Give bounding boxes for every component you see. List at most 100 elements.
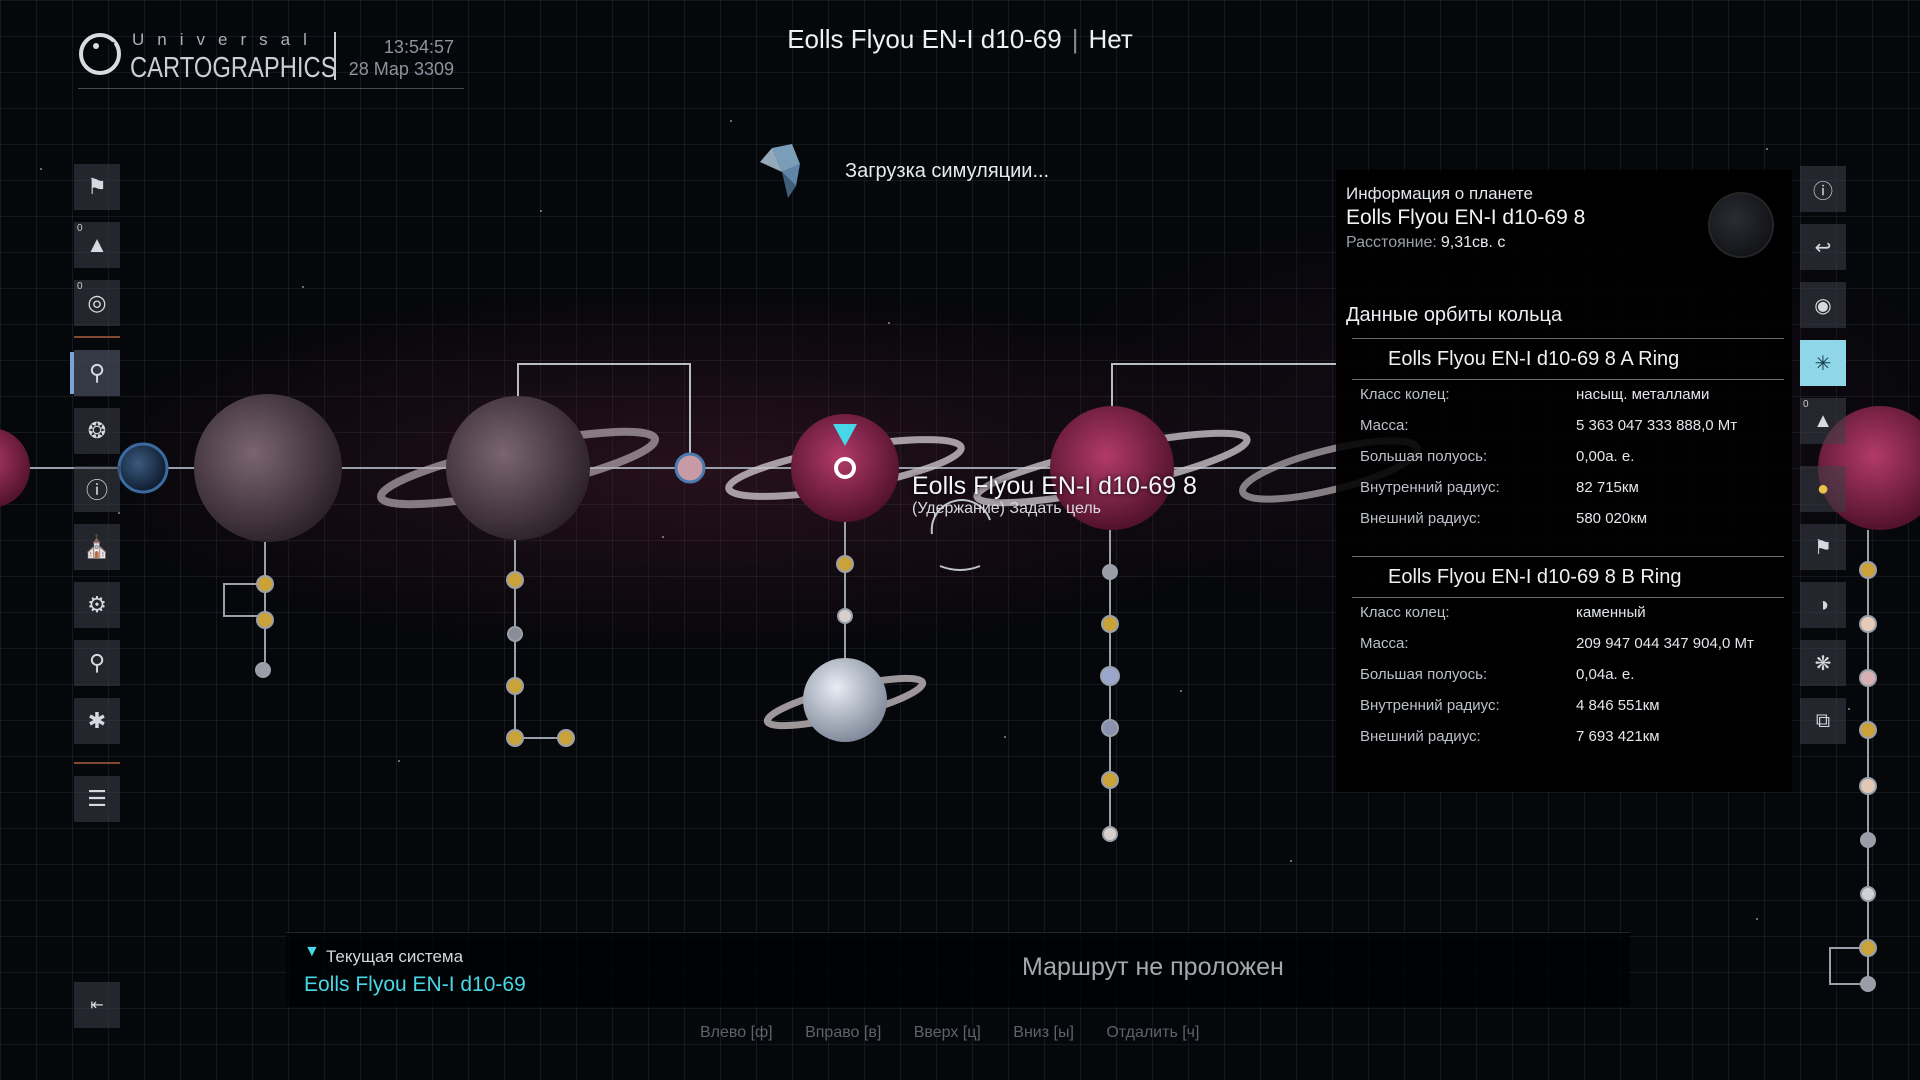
key-hint-left[interactable]: Влево [ф] [700, 1024, 773, 1041]
info-icon: ⓘ [1813, 180, 1833, 203]
key-hint-up[interactable]: Вверх [ц] [913, 1024, 981, 1041]
ring-value: 7 693 421км [1576, 728, 1660, 745]
ring-value: 82 715км [1576, 479, 1639, 496]
orrery-button[interactable]: ❂ [74, 408, 120, 454]
panel-label: Информация о планете [1346, 184, 1533, 203]
key-hint-zoom-out[interactable]: Отдалить [ч] [1106, 1024, 1200, 1041]
orrery-icon: ❂ [87, 418, 107, 443]
ring-key: Внешний радиус: [1360, 728, 1481, 745]
ring-row: Большая полуось:0,00а. е. [1352, 448, 1784, 479]
ring-value: 5 363 047 333 888,0 Мт [1576, 417, 1738, 434]
toolbar-divider [74, 762, 120, 764]
system-title: Eolls Flyou EN-I d10-69|Нет [0, 24, 1920, 55]
badge: 0 [77, 223, 83, 234]
cartographics-logo-icon [79, 33, 121, 75]
info-button[interactable]: ⓘ [1800, 166, 1846, 212]
bookmark-add-button[interactable]: ⚑ [1800, 524, 1846, 570]
planet-name: Eolls Flyou EN-I d10-69 8 [1346, 206, 1586, 229]
planet-phase-icon: ◑ [1816, 593, 1830, 616]
ring-b-block: Eolls Flyou EN-I d10-69 8 B Ring Класс к… [1352, 556, 1784, 759]
moon-chain-right[interactable] [1829, 530, 1877, 992]
network-icon: ❋ [1814, 652, 1832, 675]
planet-edge-left[interactable] [0, 428, 30, 508]
layers-button[interactable]: ⧉ [1800, 698, 1846, 744]
planet-ringed-9[interactable] [973, 406, 1251, 530]
target-hint: (Удержание) Задать цель [912, 500, 1101, 517]
planet-target-8[interactable] [725, 414, 965, 522]
ring-key: Большая полуось: [1360, 666, 1488, 683]
distance-label: Расстояние: [1346, 234, 1437, 251]
ring-value: 0,00а. е. [1576, 448, 1635, 465]
ring-name: Eolls Flyou EN-I d10-69 8 B Ring [1352, 556, 1784, 598]
pin-icon: ● [1816, 477, 1830, 500]
key-hint-right[interactable]: Вправо [в] [805, 1024, 882, 1041]
system-map-button[interactable]: ⚲ [74, 350, 120, 396]
ring-row: Внутренний радиус: 4 846 551км [1352, 697, 1784, 728]
moon-chain-2[interactable] [506, 540, 575, 747]
rings-icon: ✳ [1814, 352, 1832, 375]
landing-zone-button[interactable]: 0▲ [1800, 398, 1846, 444]
target-planet-label: Eolls Flyou EN-I d10-69 8 [912, 472, 1197, 500]
badge: 0 [77, 281, 83, 292]
loading-crystal-icon [760, 144, 800, 198]
ring-name: Eolls Flyou EN-I d10-69 8 A Ring [1352, 338, 1784, 380]
gear-icon: ⚙ [87, 592, 107, 617]
landing-back-button[interactable]: ↩ [1800, 224, 1846, 270]
landing-back-icon: ↩ [1814, 236, 1832, 259]
ring-row: Класс колец: каменный [1352, 604, 1784, 635]
codex-icon: ✱ [87, 708, 107, 733]
system-map-icon: ⚲ [88, 360, 106, 385]
globe-button[interactable]: 0◎ [74, 280, 120, 326]
pin-button[interactable]: ● [1800, 466, 1846, 512]
title-separator: | [1071, 24, 1079, 54]
ring-row: Внешний радиус:580 020км [1352, 510, 1784, 541]
loading-text: Загрузка симуляции... [845, 160, 1050, 182]
key-hint-down[interactable]: Вниз [ы] [1013, 1024, 1074, 1041]
star-body[interactable] [117, 442, 169, 494]
planet-gas-giant-1[interactable] [194, 394, 342, 542]
badge: 0 [1803, 399, 1809, 410]
clock: 13:54:57 28 Мар 3309 [349, 36, 454, 80]
target-planet-button[interactable]: ◉ [1800, 282, 1846, 328]
bank-icon: ⛪ [83, 534, 111, 559]
moon-chain-8[interactable] [763, 522, 927, 742]
codex-button[interactable]: ✱ [74, 698, 120, 744]
ring-key: Класс колец: [1360, 604, 1450, 621]
bank-button[interactable]: ⛪ [74, 524, 120, 570]
location-pin-icon: ⚲ [88, 650, 106, 675]
target-planet-icon: ◉ [1814, 294, 1832, 317]
ring-value: каменный [1576, 604, 1646, 621]
bookmark-button[interactable]: ⚑ [74, 164, 120, 210]
ring-value: 4 846 551км [1576, 697, 1660, 714]
landing-zone-button[interactable]: 0▲ [74, 222, 120, 268]
ring-key: Внутренний радиус: [1360, 697, 1500, 714]
planet-phase-button[interactable]: ◑ [1800, 582, 1846, 628]
ring-row: Внешний радиус: 7 693 421км [1352, 728, 1784, 759]
exit-button[interactable]: ⇤ [74, 982, 120, 1028]
current-location-icon: ▼ [304, 943, 320, 960]
list-icon: ☰ [87, 786, 107, 811]
ring-value: 580 020км [1576, 510, 1648, 527]
moon-chain-9[interactable] [1100, 530, 1120, 842]
ring-key: Масса: [1360, 635, 1409, 652]
moon-chain-1[interactable] [223, 542, 274, 678]
location-button[interactable]: ⚲ [74, 640, 120, 686]
exit-icon: ⇤ [90, 997, 104, 1014]
planet-globe-icon[interactable] [1710, 194, 1772, 256]
settings-button[interactable]: ⚙ [74, 582, 120, 628]
info-button[interactable]: ⓘ [74, 466, 120, 512]
toolbar-divider [74, 336, 120, 338]
current-system-name[interactable]: Eolls Flyou EN-I d10-69 [304, 973, 526, 996]
moon-small-pink[interactable] [674, 452, 706, 484]
ring-key: Класс колец: [1360, 386, 1450, 403]
planet-ringed-2[interactable] [376, 396, 660, 540]
ring-row: Масса:209 947 044 347 904,0 Мт [1352, 635, 1784, 666]
rings-button[interactable]: ✳ [1800, 340, 1846, 386]
date-text: 28 Мар 3309 [348, 59, 454, 79]
target-reticle [930, 499, 991, 571]
route-bar: ▼ Текущая система Eolls Flyou EN-I d10-6… [286, 932, 1630, 1007]
network-button[interactable]: ❋ [1800, 640, 1846, 686]
system-name: Eolls Flyou EN-I d10-69 [787, 24, 1062, 54]
ring-row: Класс колец:насыщ. металлами [1352, 386, 1784, 417]
list-button[interactable]: ☰ [74, 776, 120, 822]
